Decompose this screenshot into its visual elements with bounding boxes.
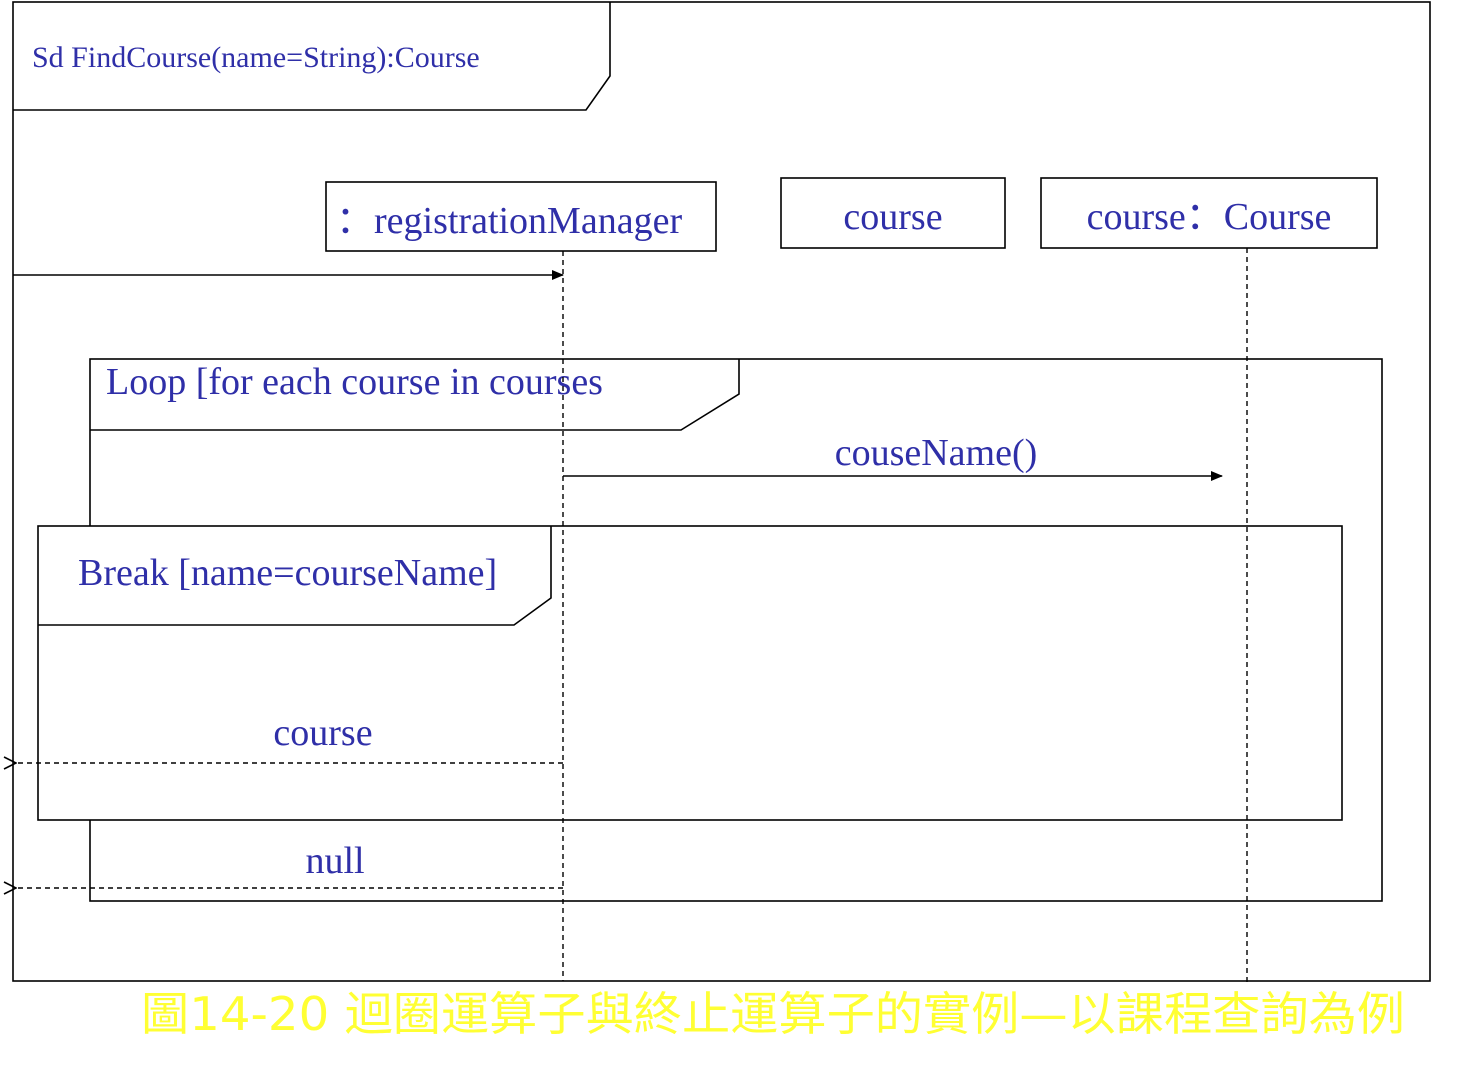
lifeline-registration-manager-label: ：registrationManager bbox=[336, 200, 682, 242]
lifeline-course-course-label: course：Course bbox=[1087, 196, 1332, 238]
lifeline-registration-manager-box bbox=[325, 181, 717, 252]
couse-name-message-label: couseName() bbox=[835, 432, 1038, 474]
sd-frame-title: Sd FindCourse(name=String):Course bbox=[32, 41, 480, 74]
return-course-label: course bbox=[273, 712, 372, 754]
lifeline-course-box bbox=[780, 177, 1006, 249]
sd-frame bbox=[12, 1, 1431, 982]
break-fragment-label: Break [name=courseName] bbox=[78, 552, 497, 594]
break-fragment-tab bbox=[38, 526, 552, 626]
break-fragment bbox=[37, 525, 1343, 821]
sd-frame-title-tab bbox=[13, 2, 611, 111]
lifeline-course-label: course bbox=[843, 196, 942, 238]
return-null-label: null bbox=[305, 840, 364, 882]
loop-fragment-tab bbox=[90, 359, 740, 431]
lifeline-course-course-box bbox=[1040, 177, 1378, 249]
figure-caption: 圖14-20 迴圈運算子與終止運算子的實例—以課程查詢為例 bbox=[141, 987, 1405, 1041]
loop-fragment-label: Loop [for each course in courses bbox=[106, 361, 603, 403]
